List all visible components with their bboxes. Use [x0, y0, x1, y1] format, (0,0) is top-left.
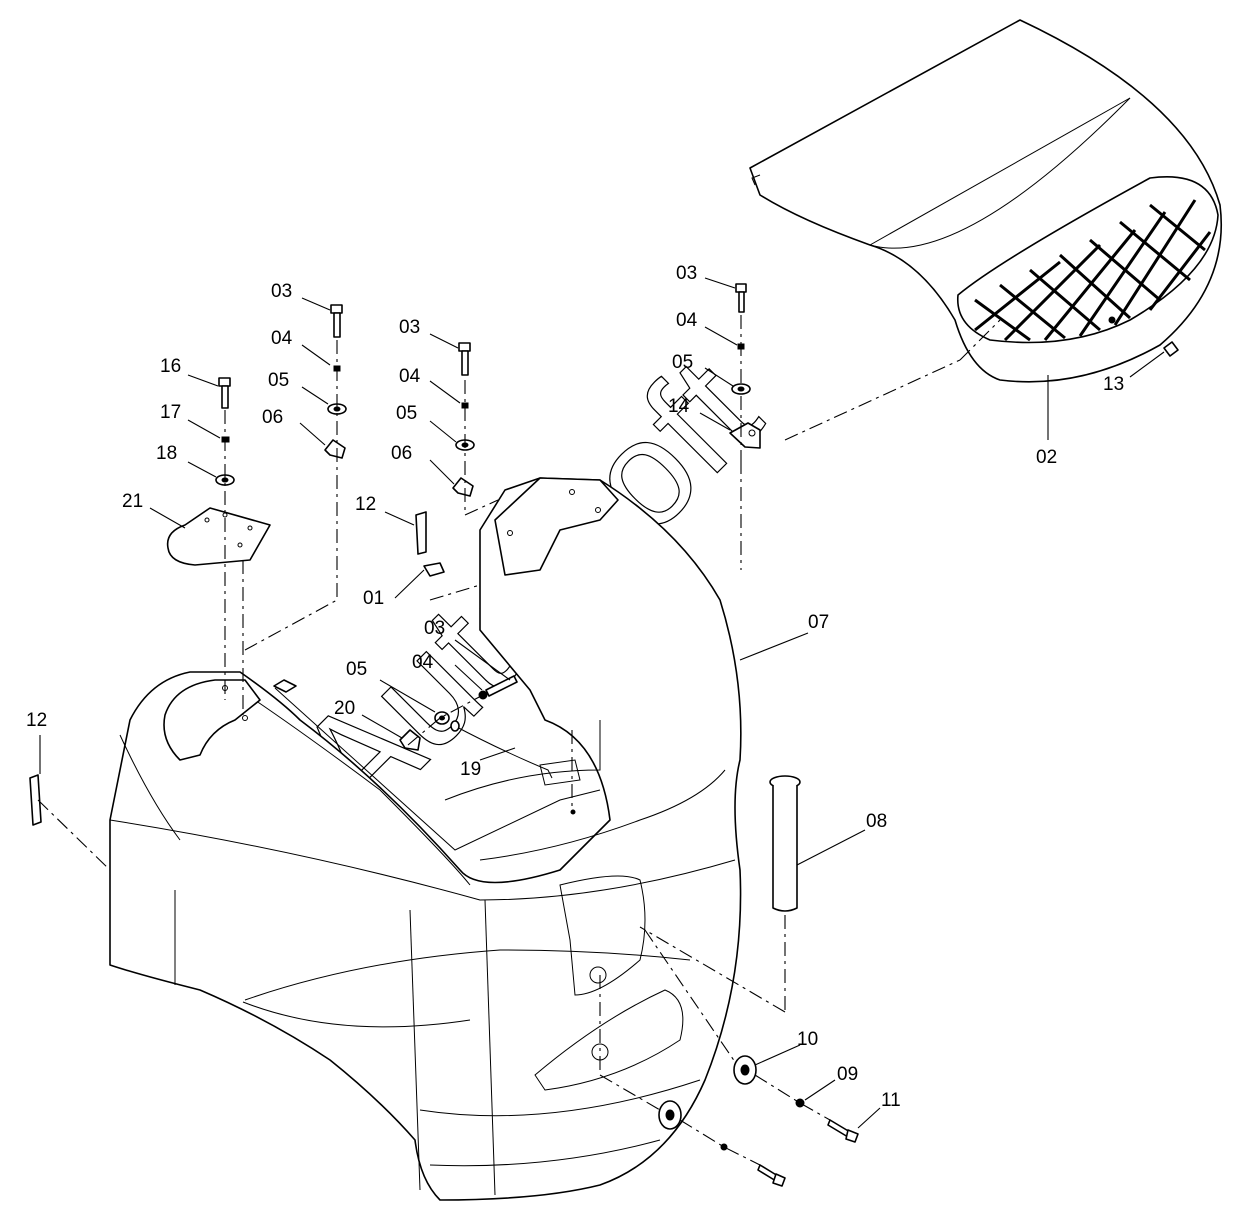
part-20-clamp: [399, 729, 421, 751]
callout-05: 05: [346, 659, 367, 680]
callout-03: 03: [399, 317, 420, 338]
callout-04: 04: [412, 652, 434, 673]
part-13-nut: [1163, 341, 1179, 357]
part-09-lockwasher: [720, 1098, 805, 1151]
callout-16: 16: [160, 356, 181, 377]
callout-03: 03: [424, 618, 445, 639]
part-19-rod: [450, 720, 553, 779]
callout-05: 05: [268, 370, 289, 391]
part-08-pin: [769, 775, 801, 912]
callout-09: 09: [837, 1064, 858, 1085]
callout-18: 18: [156, 443, 177, 464]
part-03d-bolt: [485, 675, 518, 697]
part-12b-pin: [29, 774, 42, 826]
callout-21: 21: [122, 491, 143, 512]
part-11-bolt: [757, 1119, 859, 1187]
part-06a-clip: [324, 439, 346, 459]
callout-06: 06: [262, 407, 283, 428]
assembly-lines: [37, 315, 1001, 1166]
part-12a-pin: [415, 511, 427, 555]
callout-17: 17: [160, 402, 181, 423]
part-05d-washer: [434, 711, 450, 725]
part-06b-clip: [452, 477, 474, 497]
part-07-counterweight: [109, 477, 742, 1201]
callout-12: 12: [355, 494, 376, 515]
callout-07: 07: [808, 612, 829, 633]
callout-10: 10: [797, 1029, 818, 1050]
callout-03: 03: [271, 281, 292, 302]
part-10-washer-lower: [658, 1100, 682, 1130]
part-21-plate: [166, 507, 271, 566]
callout-04: 04: [676, 310, 698, 331]
callout-12: 12: [26, 710, 47, 731]
callout-13: 13: [1103, 374, 1124, 395]
part-10-washer-upper: [733, 1055, 757, 1085]
part-03b-bolt: [458, 342, 471, 376]
part-16-bolt: [218, 377, 231, 409]
callout-04: 04: [271, 328, 293, 349]
callout-03: 03: [676, 263, 697, 284]
part-14-bracket: [729, 422, 761, 449]
leader-lines: [39, 277, 1165, 1129]
part-top-clip: [273, 679, 297, 693]
callout-02: 02: [1036, 447, 1057, 468]
callout-20: 20: [334, 698, 355, 719]
callout-05: 05: [672, 352, 693, 373]
callout-05: 05: [396, 403, 417, 424]
callout-11: 11: [881, 1090, 901, 1111]
callout-14: 14: [668, 396, 690, 417]
callout-04: 04: [399, 366, 421, 387]
callouts: 03 04 05 06 16 17 18 21 03 04 05 06 12 0…: [26, 263, 1124, 1111]
part-03c-bolt: [735, 283, 747, 313]
callout-06: 06: [391, 443, 412, 464]
part-03a-bolt: [330, 304, 343, 338]
callout-19: 19: [460, 759, 481, 780]
part-02-hood: [749, 19, 1222, 383]
callout-01: 01: [363, 588, 384, 609]
callout-08: 08: [866, 811, 887, 832]
part-01-clip: [423, 562, 445, 577]
